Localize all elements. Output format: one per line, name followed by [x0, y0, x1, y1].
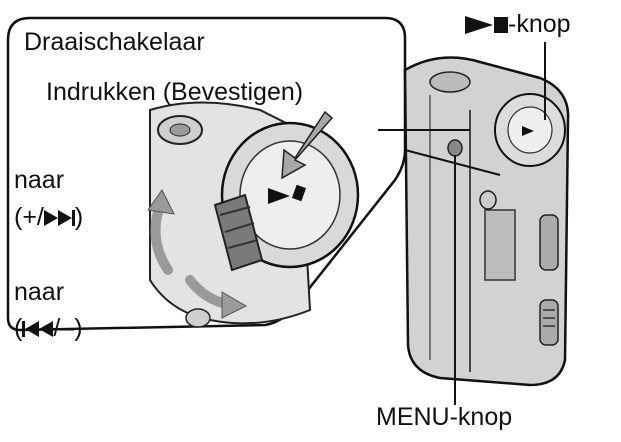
leader-callout-bottom — [404, 149, 501, 176]
next-track-icon — [43, 203, 75, 231]
prev-minus-label: (/–) — [14, 314, 83, 342]
press-confirm-label: Indrukken (Bevestigen) — [46, 78, 304, 106]
press-arrow — [281, 110, 334, 180]
zoom-callout-frame — [6, 16, 407, 332]
device-side-button-top — [539, 214, 559, 271]
minus-text: /– — [53, 314, 75, 342]
play-stop-button-label: -knop — [465, 12, 571, 37]
device-window — [484, 209, 516, 281]
prev-track-icon — [22, 314, 54, 342]
device-menu-button — [447, 139, 463, 157]
rotary-switch-title: Draaischakelaar — [24, 28, 205, 56]
next-plus-label: (+/) — [14, 203, 84, 231]
naar-next-label: naar — [14, 166, 65, 194]
play-stop-icon — [465, 10, 508, 38]
plus-text: +/ — [22, 203, 44, 231]
naar-prev-label: naar — [14, 278, 65, 306]
device-side-button-bottom — [539, 299, 559, 346]
menu-button-label: MENU-knop — [376, 403, 513, 431]
